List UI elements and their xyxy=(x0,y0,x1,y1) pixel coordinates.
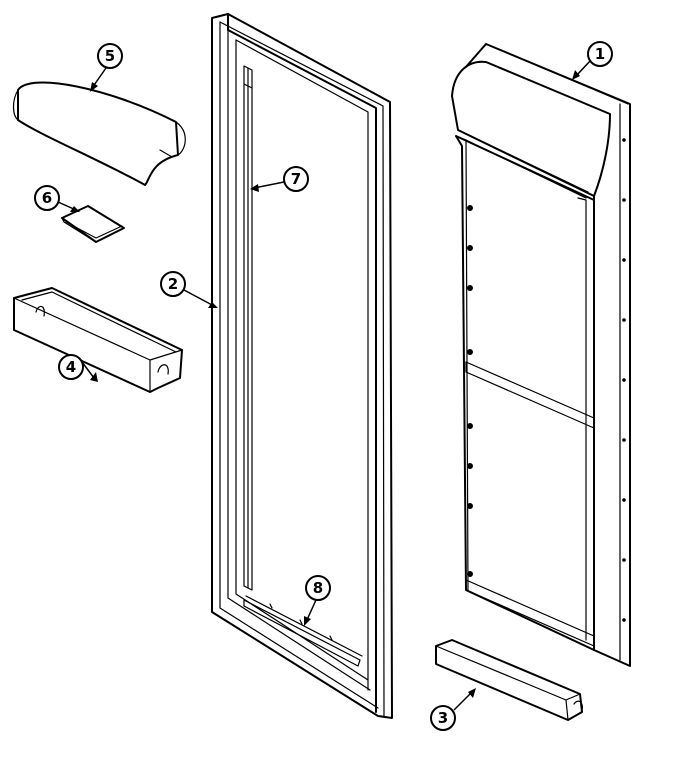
part-3-shelf-bar xyxy=(435,639,583,721)
liner-edge-holes xyxy=(622,138,626,622)
callout-5: 5 xyxy=(97,43,123,69)
callout-4: 4 xyxy=(58,354,84,380)
part-6-tray xyxy=(61,205,125,243)
leader-lines xyxy=(57,59,592,711)
part-1-inner-liner xyxy=(451,43,631,667)
liner-holes xyxy=(467,205,473,577)
part-2-door-panel xyxy=(211,13,393,719)
callout-label: 6 xyxy=(42,189,52,207)
callout-3: 3 xyxy=(430,705,456,731)
callout-8: 8 xyxy=(305,575,331,601)
callout-6: 6 xyxy=(34,185,60,211)
part-4-door-bin xyxy=(13,287,183,393)
callout-label: 2 xyxy=(168,275,178,293)
callout-label: 3 xyxy=(438,709,448,727)
callout-label: 7 xyxy=(291,170,301,188)
part-5-cover xyxy=(12,81,186,186)
callout-7: 7 xyxy=(283,166,309,192)
callout-1: 1 xyxy=(587,41,613,67)
callout-label: 1 xyxy=(595,45,605,63)
callout-label: 5 xyxy=(105,47,115,65)
callout-label: 4 xyxy=(66,358,76,376)
callout-2: 2 xyxy=(160,271,186,297)
part-7-door-strip xyxy=(243,65,253,591)
callout-label: 8 xyxy=(313,579,323,597)
